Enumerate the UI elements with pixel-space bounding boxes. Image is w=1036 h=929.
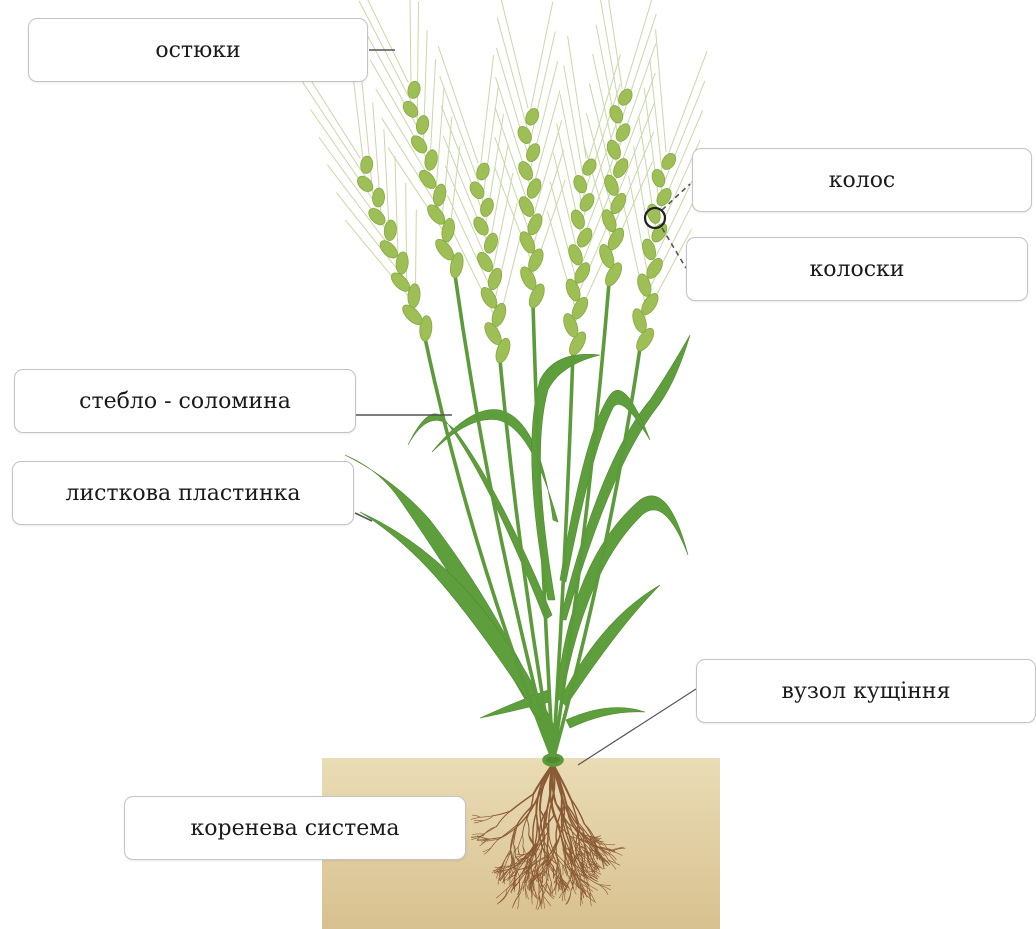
label-awns: остюки (28, 18, 368, 82)
grain-1-11 (360, 156, 374, 174)
grain-4-10 (515, 124, 534, 146)
grain-6-10 (607, 104, 625, 125)
awn-4-13 (528, 2, 552, 121)
grain-3-10 (467, 179, 487, 201)
awn-1-12 (302, 82, 368, 182)
grain-5-10 (571, 174, 589, 195)
awn-1-3 (406, 183, 407, 287)
awn-2-13 (410, 0, 411, 95)
label-leaf-blade: листкова пластинка (12, 461, 354, 525)
label-stem-straw: стебло - соломина (14, 369, 356, 433)
grain-7-8 (645, 203, 662, 225)
leaf-blades (345, 335, 690, 740)
grain-4-9 (524, 142, 543, 164)
awn-4-11 (529, 32, 555, 147)
awn-3-5 (491, 174, 513, 279)
awn-3-3 (494, 203, 517, 305)
awn-4-14 (499, 0, 528, 108)
awn-1-11 (361, 76, 372, 193)
tillering-node (544, 755, 562, 765)
leader-node (578, 689, 696, 765)
grain-1-9 (372, 188, 386, 208)
awn-7-12 (650, 59, 663, 178)
awn-3-12 (440, 77, 481, 189)
awn-3-14 (438, 47, 478, 163)
awn-4-12 (497, 18, 528, 133)
label-spikelets: колоски (686, 237, 1028, 301)
leaf-9 (566, 708, 645, 729)
grain-3-9 (478, 196, 495, 218)
grain-1-8 (366, 205, 388, 227)
grain-7-10 (650, 168, 667, 189)
leaf-1 (345, 455, 555, 740)
awn-7-14 (656, 30, 666, 152)
label-ear: колос (692, 148, 1032, 212)
grain-3-8 (471, 215, 492, 238)
grain-1-7 (383, 219, 397, 241)
label-tillering-node: вузол кущіння (696, 659, 1036, 723)
awn-3-13 (479, 56, 493, 176)
awn-2-11 (417, 2, 418, 120)
awn-3-11 (482, 85, 498, 202)
awn-7-6 (634, 147, 653, 255)
grain-2-8 (408, 133, 430, 156)
awn-2-5 (436, 88, 444, 195)
label-root-system: коренева система (124, 796, 466, 860)
